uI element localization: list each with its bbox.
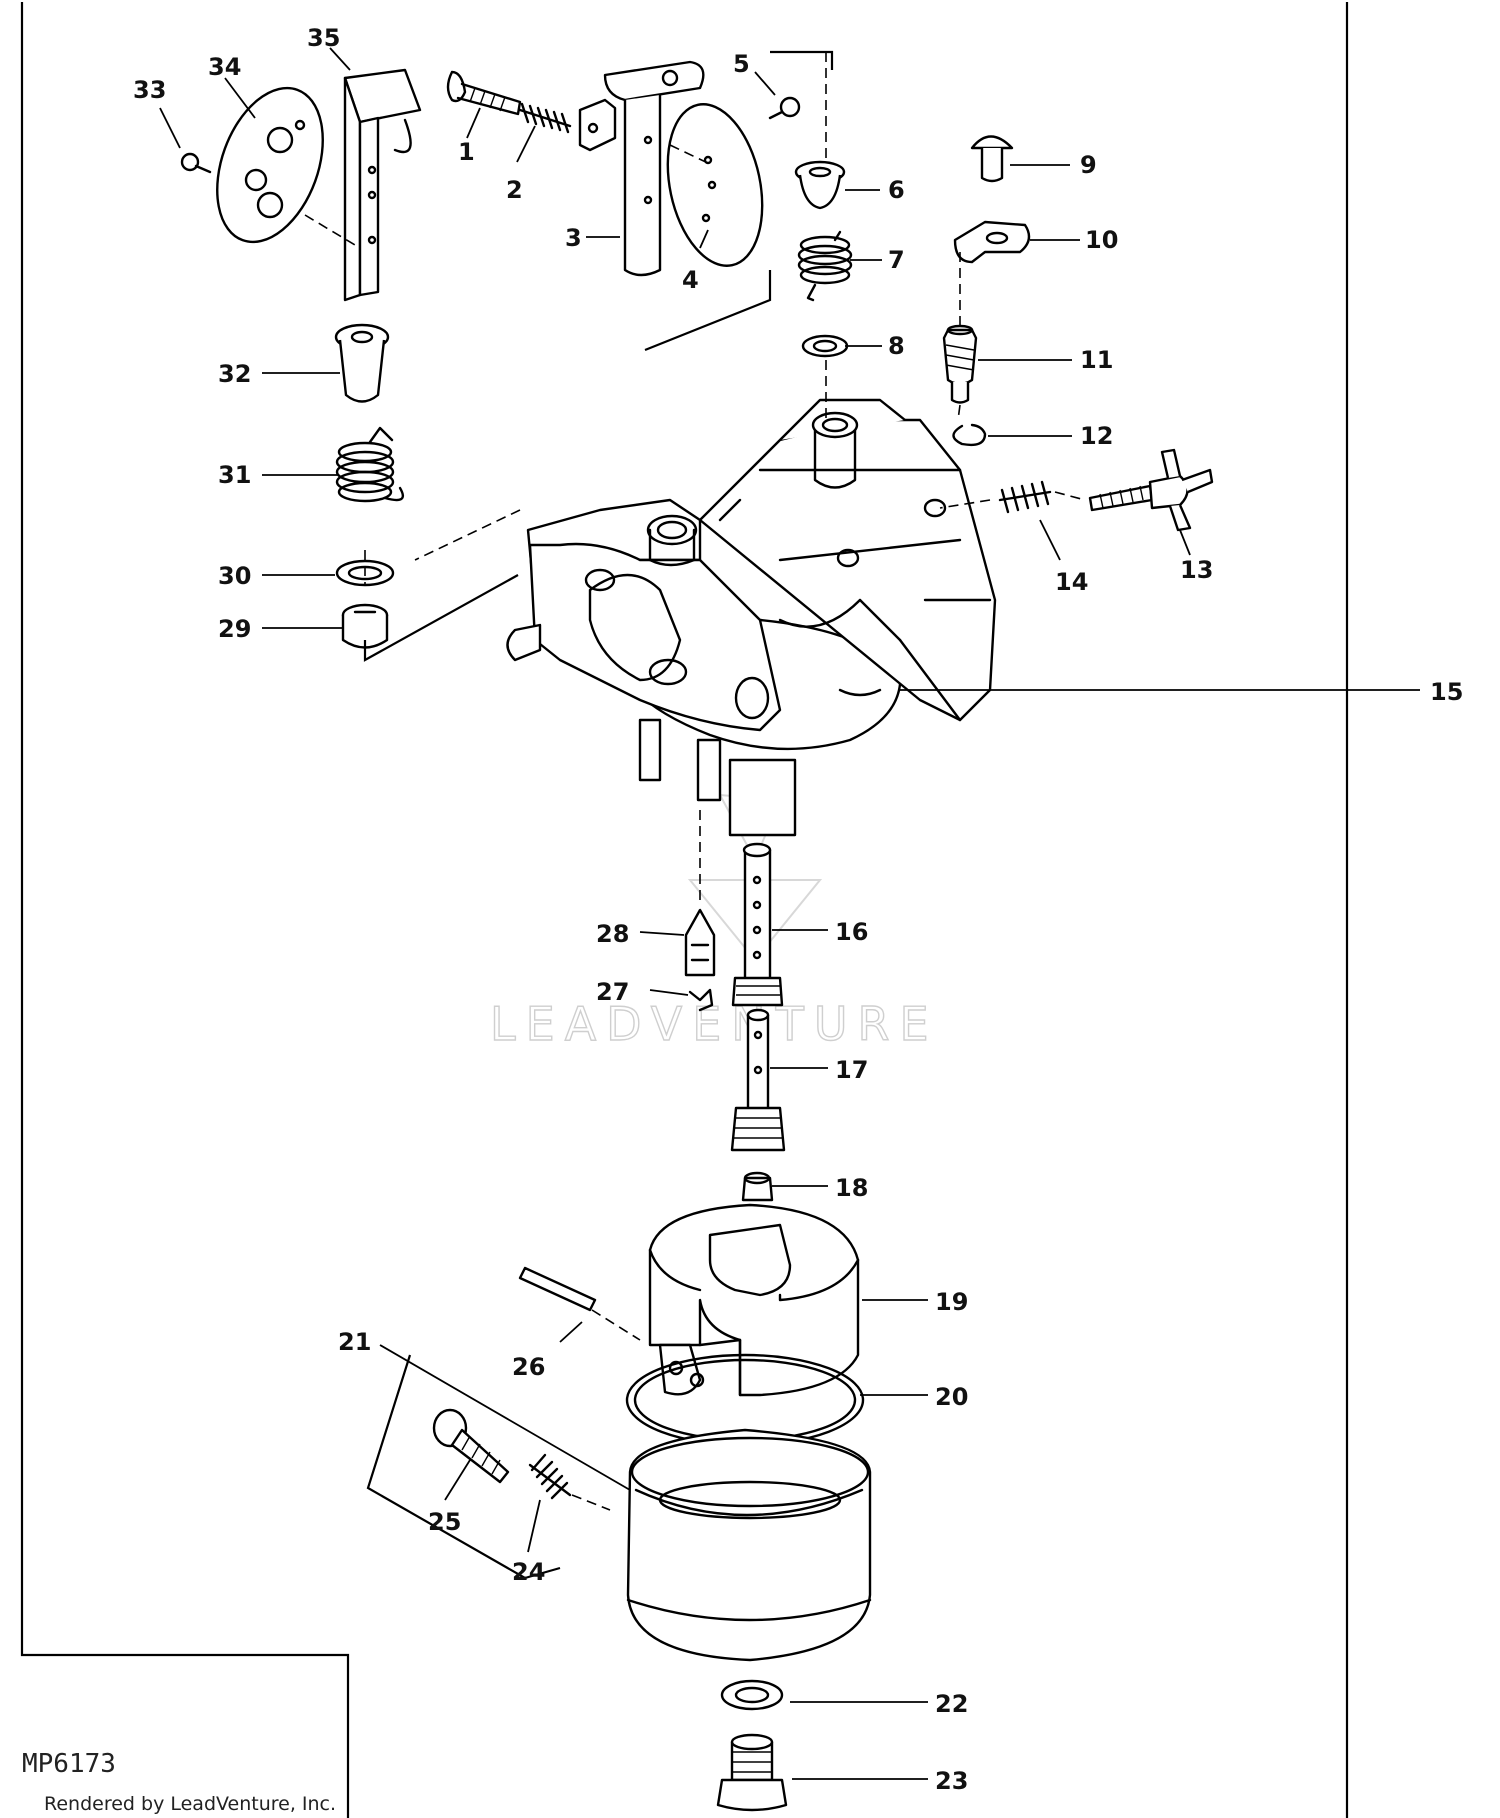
group-bracket-throttle-top: [770, 50, 834, 70]
callout-11: 11: [1080, 346, 1113, 374]
callout-20: 20: [935, 1383, 968, 1411]
group-bracket-bowl: [366, 1354, 561, 1580]
part-idle-screw-11: [942, 324, 978, 404]
part-main-jet-16: [731, 842, 784, 1007]
part-float-pin-26: [518, 1266, 597, 1312]
part-spring-2: [518, 102, 572, 134]
part-seal-29: [341, 603, 389, 649]
callout-28: 28: [596, 920, 629, 948]
part-spring-24: [528, 1453, 572, 1500]
callout-13: 13: [1180, 556, 1213, 584]
part-screw-9: [970, 135, 1014, 183]
callout-23: 23: [935, 1767, 968, 1795]
part-bushing-32: [334, 323, 390, 403]
part-screw-25: [432, 1408, 510, 1484]
callout-15: 15: [1430, 678, 1463, 706]
watermark: LEADVENTURE: [489, 793, 939, 1052]
callout-25: 25: [428, 1508, 461, 1536]
part-jet-18: [741, 1171, 774, 1202]
leader-lines: [159, 47, 1420, 1780]
part-clip-27: [688, 988, 714, 1012]
part-screw-5: [768, 96, 801, 120]
callout-6: 6: [888, 176, 905, 204]
callout-21: 21: [338, 1328, 371, 1356]
callout-labels: 35 34 33 1 2 3 4 5 6 7 8 9 10 11 12 13 1…: [133, 24, 1463, 1795]
callout-2: 2: [506, 176, 523, 204]
part-spring-31: [335, 426, 405, 503]
figure-code: MP6173: [22, 1749, 116, 1779]
callout-16: 16: [835, 918, 868, 946]
callout-10: 10: [1085, 226, 1118, 254]
callout-24: 24: [512, 1558, 545, 1586]
parts: [180, 50, 1214, 1812]
part-bowl-21: [626, 1428, 872, 1662]
part-screw-33: [180, 152, 212, 174]
credit-text: Rendered by LeadVenture, Inc.: [44, 1793, 336, 1815]
part-screw-1: [446, 70, 522, 116]
diagram-frame: [20, 2, 1349, 1818]
part-throttle-shaft: [578, 60, 705, 277]
alignment-lines: [304, 52, 1086, 1511]
part-spring-7: [797, 230, 853, 302]
callout-26: 26: [512, 1353, 545, 1381]
callout-1: 1: [458, 138, 475, 166]
callout-7: 7: [888, 246, 905, 274]
callout-9: 9: [1080, 151, 1097, 179]
callout-3: 3: [565, 224, 582, 252]
part-needle-13: [1088, 448, 1214, 532]
part-carburetor-body: [506, 398, 997, 837]
callout-18: 18: [835, 1174, 868, 1202]
callout-33: 33: [133, 76, 166, 104]
callout-8: 8: [888, 332, 905, 360]
part-choke-shaft: [343, 68, 422, 302]
part-float-19: [648, 1203, 860, 1397]
callout-27: 27: [596, 978, 629, 1006]
callout-32: 32: [218, 360, 251, 388]
watermark-text: LEADVENTURE: [490, 997, 939, 1051]
part-washer-22: [720, 1679, 784, 1711]
part-needle-28: [684, 908, 716, 977]
callout-19: 19: [935, 1288, 968, 1316]
callout-4: 4: [682, 266, 699, 294]
part-clip-12: [952, 423, 987, 447]
callout-34: 34: [208, 53, 241, 81]
callout-17: 17: [835, 1056, 868, 1084]
callout-31: 31: [218, 461, 251, 489]
group-bracket-throttle-bottom: [644, 270, 772, 352]
callout-22: 22: [935, 1690, 968, 1718]
part-throttle-plate: [666, 103, 764, 267]
part-bowl-screw-23: [716, 1733, 788, 1812]
callout-12: 12: [1080, 422, 1113, 450]
part-bushing-6: [794, 160, 846, 210]
callout-30: 30: [218, 562, 251, 590]
part-bracket-10: [953, 220, 1031, 264]
part-washer-8: [801, 334, 849, 358]
callout-14: 14: [1055, 568, 1088, 596]
part-choke-plate: [216, 86, 324, 244]
part-spring-14: [998, 480, 1052, 514]
callout-29: 29: [218, 615, 251, 643]
callout-5: 5: [733, 50, 750, 78]
part-jet-tube-17: [730, 1008, 786, 1152]
callout-35: 35: [307, 24, 340, 52]
